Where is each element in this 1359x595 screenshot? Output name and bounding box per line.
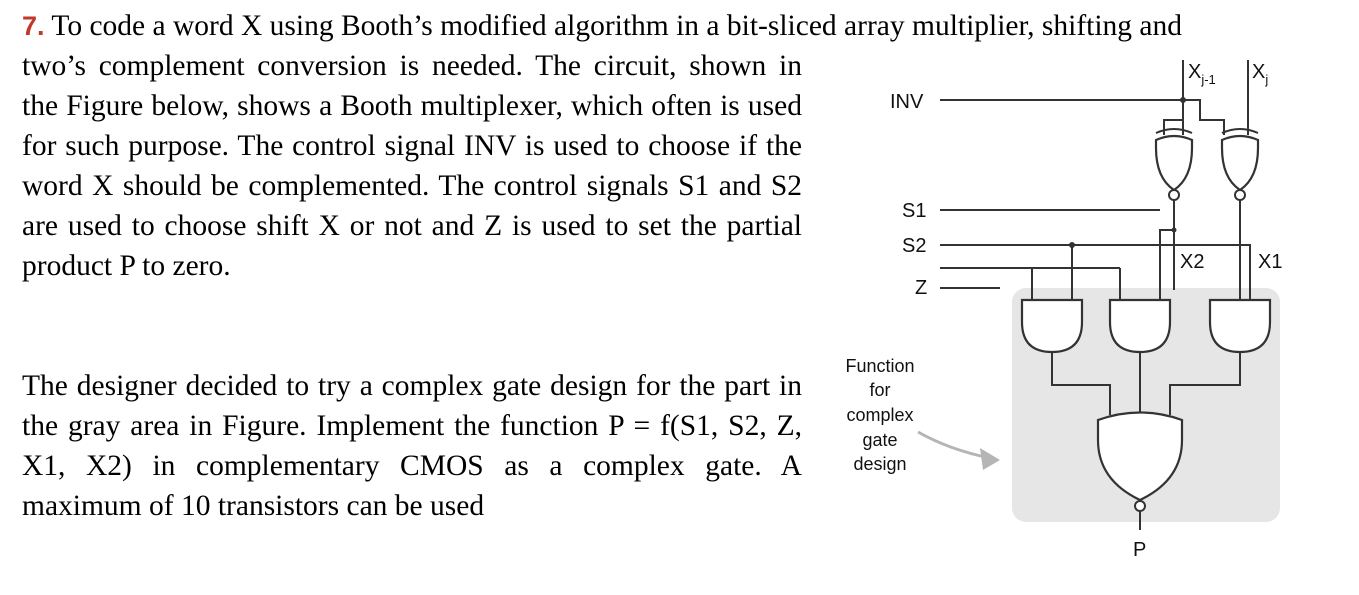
svg-text:complex: complex (846, 405, 913, 425)
and1-to-nor-wire (1051, 352, 1111, 415)
svg-text:design: design (853, 454, 906, 474)
s2-right-wire (1072, 244, 1251, 300)
z-label: Z (915, 277, 927, 299)
annotation-arrowhead (980, 448, 1000, 470)
nor-gate (1096, 411, 1184, 502)
and-gate-3 (1208, 298, 1272, 354)
question-first-line-text: To code a word X using Booth’s modified … (51, 10, 1183, 42)
question-paragraph-1: two’s complement conversion is needed. T… (22, 50, 802, 282)
question-paragraph-2: The designer decided to try a complex ga… (22, 370, 802, 522)
x2-label: X2 (1180, 251, 1204, 273)
nor-bubble (1134, 500, 1146, 512)
and3-to-nor-wire (1169, 352, 1241, 415)
annotation-text: Function for complex gate design (845, 356, 914, 474)
xnor-gate-2 (1220, 128, 1260, 201)
p-label: P (1133, 539, 1146, 561)
svg-text:for: for (869, 380, 890, 400)
x2-wire (1159, 200, 1175, 300)
svg-text:Function: Function (845, 356, 914, 376)
question-number: 7. (22, 11, 45, 41)
x-j-label: Xj (1252, 61, 1268, 87)
inv-label: INV (890, 91, 924, 113)
complex-gate-area (1012, 288, 1280, 522)
x-j-minus-1-label: Xj-1 (1188, 61, 1216, 87)
question-first-line: 7. To code a word X using Booth’s modifi… (22, 6, 1352, 46)
svg-text:gate: gate (862, 430, 897, 450)
inv-to-xnor2-wire (1183, 99, 1225, 135)
xnor-gate-1 (1154, 128, 1194, 201)
x1-label: X1 (1258, 251, 1282, 273)
and-gate-2 (1108, 298, 1172, 354)
annotation-arrow (917, 430, 991, 460)
and-gate-1 (1020, 298, 1084, 354)
s1-label: S1 (902, 200, 926, 222)
inv-to-xnor1-wire (1163, 119, 1183, 135)
s2-label: S2 (902, 235, 926, 257)
